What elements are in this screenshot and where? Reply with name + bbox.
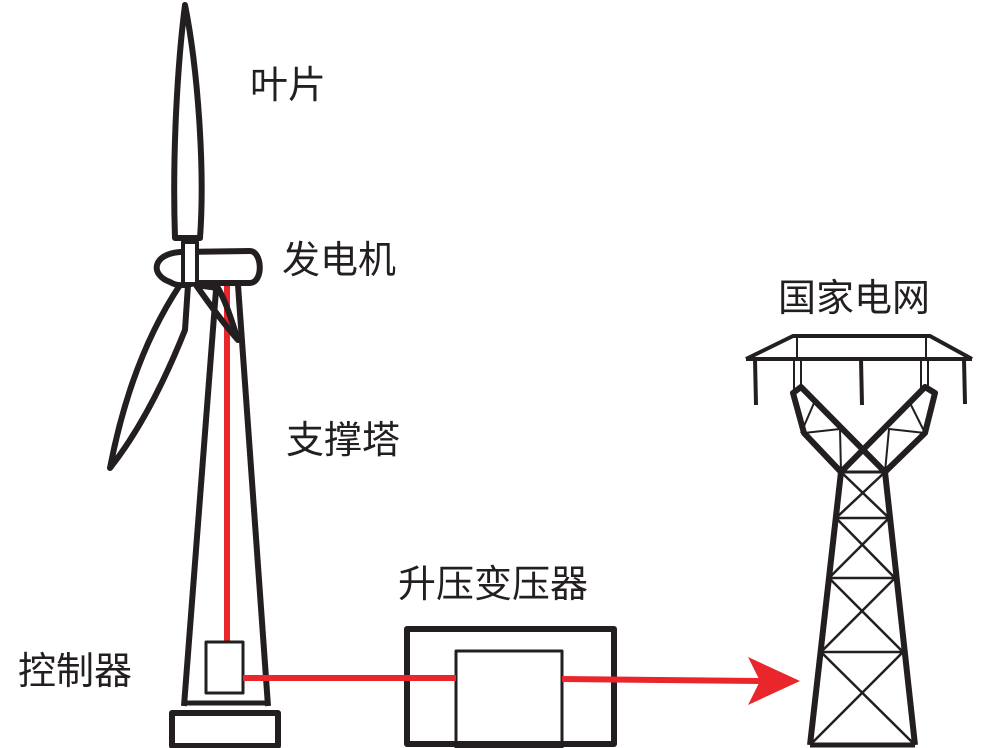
transmission-tower bbox=[745, 334, 973, 748]
blade-lower-left bbox=[107, 282, 191, 471]
transformer-outer bbox=[404, 626, 617, 747]
blade-top bbox=[171, 2, 205, 241]
support-tower bbox=[181, 284, 271, 707]
label-transformer: 升压变压器 bbox=[398, 562, 589, 606]
arrow-head-icon bbox=[748, 657, 800, 705]
blade-rear bbox=[193, 282, 241, 343]
controller-box bbox=[204, 640, 245, 695]
power-flow bbox=[243, 657, 800, 705]
label-grid: 国家电网 bbox=[778, 276, 931, 320]
label-tower: 支撑塔 bbox=[286, 418, 401, 462]
label-blade: 叶片 bbox=[250, 63, 327, 107]
generator-nacelle bbox=[153, 248, 263, 289]
label-controller: 控制器 bbox=[18, 649, 133, 693]
tower-base bbox=[169, 710, 281, 748]
rotor-hub bbox=[181, 240, 199, 286]
label-generator: 发电机 bbox=[282, 238, 397, 282]
transformer-inner bbox=[454, 649, 564, 748]
